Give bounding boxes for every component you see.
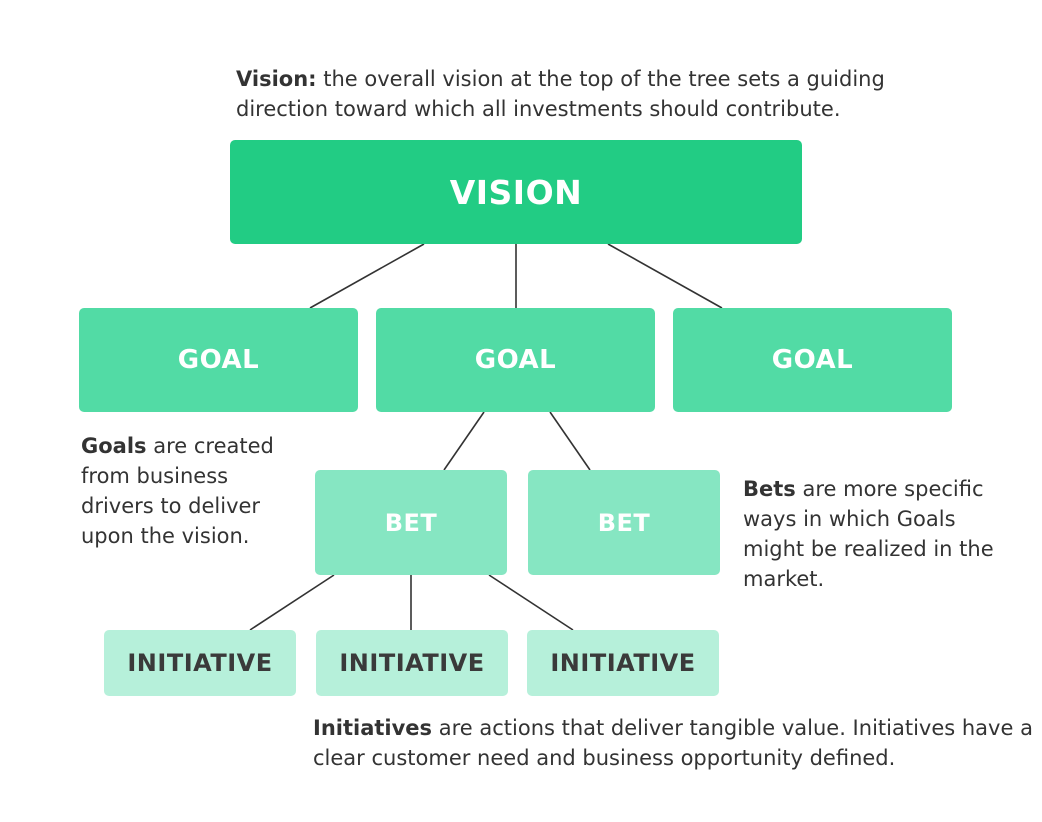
initiatives-caption: Initiatives are actions that deliver tan… [313,713,1033,773]
vision-node: VISION [230,140,802,244]
connector-vision-goal-3 [607,243,723,309]
bet-node-1: BET [315,470,507,575]
initiative-node-3: INITIATIVE [527,630,719,696]
goals-caption-term: Goals [81,434,147,458]
bet-node-2: BET [528,470,720,575]
connector-goal-bet-2 [549,411,591,471]
goal-node-label: GOAL [474,345,557,375]
bets-caption-text: are more specific ways in which Goals mi… [743,477,994,591]
goal-node-1: GOAL [79,308,358,412]
initiatives-caption-term: Initiatives [313,716,433,740]
connector-bet-initiative-1 [249,574,335,631]
initiative-node-label: INITIATIVE [550,649,696,677]
initiative-node-2: INITIATIVE [316,630,508,696]
initiative-node-label: INITIATIVE [127,649,273,677]
initiatives-caption-text: are actions that deliver tangible value.… [313,716,1033,770]
vision-node-label: VISION [449,172,583,212]
connector-bet-initiative-3 [488,574,574,631]
initiative-node-label: INITIATIVE [339,649,485,677]
bet-node-label: BET [384,508,438,537]
goals-caption: Goals are created from business drivers … [81,431,281,551]
vision-caption-term: Vision: [236,67,317,91]
bets-caption-term: Bets [743,477,796,501]
goal-node-2: GOAL [376,308,655,412]
goal-node-label: GOAL [771,345,854,375]
bets-caption: Bets are more specific ways in which Goa… [743,474,1013,594]
vision-caption-text: the overall vision at the top of the tre… [236,67,885,121]
connector-goal-bet-1 [443,411,485,471]
goal-node-3: GOAL [673,308,952,412]
initiative-node-1: INITIATIVE [104,630,296,696]
goal-node-label: GOAL [177,345,260,375]
connector-vision-goal-1 [309,243,425,309]
goals-caption-text: are created from business drivers to del… [81,434,274,548]
vision-caption: Vision: the overall vision at the top of… [236,64,936,124]
bet-node-label: BET [597,508,651,537]
